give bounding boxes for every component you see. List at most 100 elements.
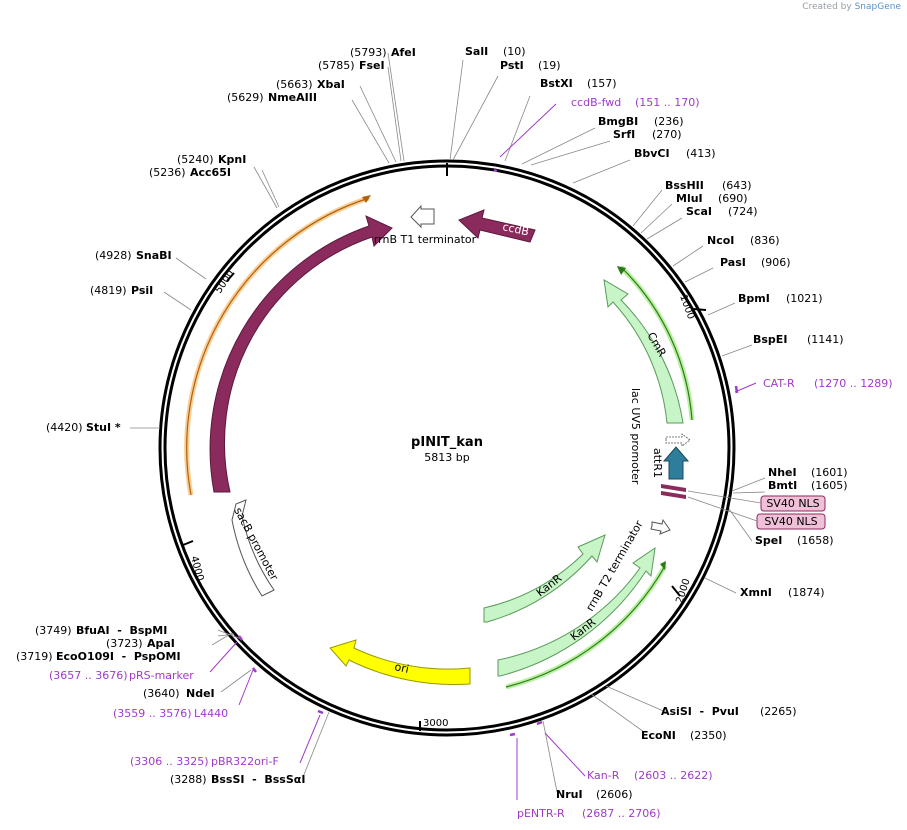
primer-pRS-marker[interactable]: (3657 .. 3676)pRS-marker xyxy=(49,669,194,682)
feature-sacB-promoter[interactable] xyxy=(231,499,275,597)
enzyme-name: NcoI xyxy=(707,234,734,247)
primer-CAT-R[interactable]: CAT-R (1270 .. 1289) xyxy=(763,377,893,390)
enzyme-StuI[interactable]: (4420)StuI * xyxy=(46,421,121,434)
feature-label-attR1: attR1 xyxy=(651,448,664,478)
primer-Kan-R[interactable]: Kan-R(2603 .. 2622) xyxy=(587,769,713,782)
feature-arc-orange-line xyxy=(186,197,370,496)
enzyme-EcoO109I-PspOMI[interactable]: (3719)EcoO109I - PspOMI xyxy=(16,650,181,663)
feature-lacUV5-arrow[interactable] xyxy=(665,433,691,447)
feature-nls-mark-1[interactable] xyxy=(661,484,686,492)
enzyme-BfuAI-BspMI[interactable]: (3749)BfuAI - BspMI xyxy=(35,624,167,637)
enzyme-Acc65I[interactable]: (5236)Acc65I xyxy=(149,166,231,179)
primer-range: (2687 .. 2706) xyxy=(582,807,661,820)
primer-name: CAT-R xyxy=(763,377,795,390)
primer-pENTR-R[interactable]: pENTR-R(2687 .. 2706) xyxy=(517,807,661,820)
enzyme-position: (5793) xyxy=(350,46,387,59)
enzyme-name: XbaI xyxy=(317,78,345,91)
primer-leaders xyxy=(209,103,757,800)
primer-ccdB-fwd[interactable]: ccdB-fwd(151 .. 170) xyxy=(571,96,700,109)
enzyme-name: EcoNI xyxy=(641,729,676,742)
enzyme-NcoI[interactable]: NcoI(836) xyxy=(707,234,780,247)
nls-box-1[interactable]: SV40 NLS xyxy=(760,495,826,512)
enzyme-EcoNI[interactable]: EcoNI(2350) xyxy=(641,729,727,742)
enzyme-FseI[interactable]: (5785)FseI xyxy=(318,59,385,72)
enzyme-MluI[interactable]: MluI (690) xyxy=(676,192,748,205)
enzyme-name: MluI xyxy=(676,192,703,205)
enzyme-name: EcoO109I - PspOMI xyxy=(56,650,181,663)
primer-name: L4440 xyxy=(194,707,228,720)
enzyme-name: AsiSI - PvuI xyxy=(661,705,739,718)
enzyme-SalI[interactable]: SalI(10) xyxy=(465,45,526,58)
enzyme-NdeI[interactable]: (3640)NdeI xyxy=(143,687,215,700)
feature-ccdB[interactable] xyxy=(458,209,536,243)
enzyme-name: KpnI xyxy=(218,153,246,166)
primer-pBR322ori-F[interactable]: (3306 .. 3325)pBR322ori-F xyxy=(130,755,279,768)
enzyme-SpeI[interactable]: SpeI(1658) xyxy=(755,534,834,547)
enzyme-position: (3288) xyxy=(170,773,207,786)
enzyme-name: BbvCI xyxy=(634,147,670,160)
snapgene-watermark: Created by SnapGene xyxy=(802,2,901,12)
feature-arc-green-bottom-line xyxy=(505,565,666,688)
primer-name: pBR322ori-F xyxy=(211,755,279,768)
enzyme-BmgBI[interactable]: BmgBI(236) xyxy=(598,115,684,128)
enzyme-XmnI[interactable]: XmnI(1874) xyxy=(740,586,825,599)
enzyme-SrfI[interactable]: SrfI(270) xyxy=(613,128,682,141)
primer-range: (1270 .. 1289) xyxy=(814,377,893,390)
green-bottom-arrowhead xyxy=(660,561,666,570)
feature-rrnB-T2[interactable] xyxy=(650,518,671,535)
enzyme-name: SrfI xyxy=(613,128,635,141)
enzyme-SnaBI[interactable]: (4928)SnaBI xyxy=(95,249,172,262)
plasmid-name: pINIT_kan xyxy=(411,435,483,450)
enzyme-position: (690) xyxy=(718,192,748,205)
enzyme-PsiI[interactable]: (4819)PsiI xyxy=(90,284,153,297)
enzyme-position: (5629) xyxy=(227,91,264,104)
primer-name: pRS-marker xyxy=(129,669,194,682)
feature-CmR[interactable] xyxy=(603,279,684,424)
enzyme-position: (4420) xyxy=(46,421,83,434)
enzyme-BssHII[interactable]: BssHII (643) xyxy=(665,179,752,192)
enzyme-ScaI[interactable]: ScaI(724) xyxy=(686,205,758,218)
enzyme-name: BssHII xyxy=(665,179,704,192)
tick-label-1000: 1000 xyxy=(677,293,696,321)
enzyme-BstXI[interactable]: BstXI(157) xyxy=(540,77,617,90)
enzyme-AsiSI-PvuI[interactable]: AsiSI - PvuI(2265) xyxy=(661,705,797,718)
enzyme-XbaI[interactable]: (5663) XbaI xyxy=(276,78,345,91)
enzyme-BmtI[interactable]: BmtI(1605) xyxy=(768,479,848,492)
enzyme-PstI[interactable]: PstI(19) xyxy=(500,59,561,72)
enzyme-BssSI-BssSaI[interactable]: (3288)BssSI - BssSαI xyxy=(170,773,305,786)
feature-ori[interactable] xyxy=(329,639,471,686)
nls-box-2[interactable]: SV40 NLS xyxy=(756,513,826,530)
feature-rrnB-T1[interactable] xyxy=(410,204,435,229)
enzyme-KpnI[interactable]: (5240)KpnI xyxy=(177,153,246,166)
enzyme-NheI[interactable]: NheI(1601) xyxy=(768,466,848,479)
plasmid-length: 5813 bp xyxy=(424,451,469,464)
feature-KanR-outer[interactable] xyxy=(497,546,656,677)
enzyme-position: (10) xyxy=(503,45,526,58)
enzyme-position: (643) xyxy=(722,179,752,192)
enzyme-BpmI[interactable]: BpmI(1021) xyxy=(738,292,823,305)
feature-KanR-inner[interactable] xyxy=(483,534,606,623)
enzyme-AfeI[interactable]: (5793)AfeI xyxy=(350,46,416,59)
enzyme-BspEI[interactable]: BspEI(1141) xyxy=(753,333,844,346)
feature-label-sacB: SacB xyxy=(257,321,281,351)
primer-range: (3306 .. 3325) xyxy=(130,755,209,768)
feature-nls-mark-2[interactable] xyxy=(661,491,686,499)
enzyme-PasI[interactable]: PasI(906) xyxy=(720,256,791,269)
enzyme-name: NdeI xyxy=(186,687,215,700)
enzyme-position: (1658) xyxy=(797,534,834,547)
primer-L4440[interactable]: (3559 .. 3576)L4440 xyxy=(113,707,228,720)
enzyme-NruI[interactable]: NruI(2606) xyxy=(556,788,633,801)
enzyme-NmeAIII[interactable]: (5629)NmeAIII xyxy=(227,91,317,104)
primer-range: (151 .. 170) xyxy=(635,96,700,109)
tick-4000: 4000 xyxy=(182,540,205,582)
feature-attR1[interactable] xyxy=(662,446,690,480)
nls-label-1: SV40 NLS xyxy=(766,497,819,510)
enzyme-position: (906) xyxy=(761,256,791,269)
feature-sacB[interactable] xyxy=(209,215,393,493)
enzyme-position: (5663) xyxy=(276,78,313,91)
enzyme-name: NruI xyxy=(556,788,583,801)
enzyme-ApaI[interactable]: (3723)ApaI xyxy=(106,637,175,650)
enzyme-name: PstI xyxy=(500,59,524,72)
enzyme-BbvCI[interactable]: BbvCI(413) xyxy=(634,147,716,160)
enzyme-name: BfuAI - BspMI xyxy=(76,624,167,637)
